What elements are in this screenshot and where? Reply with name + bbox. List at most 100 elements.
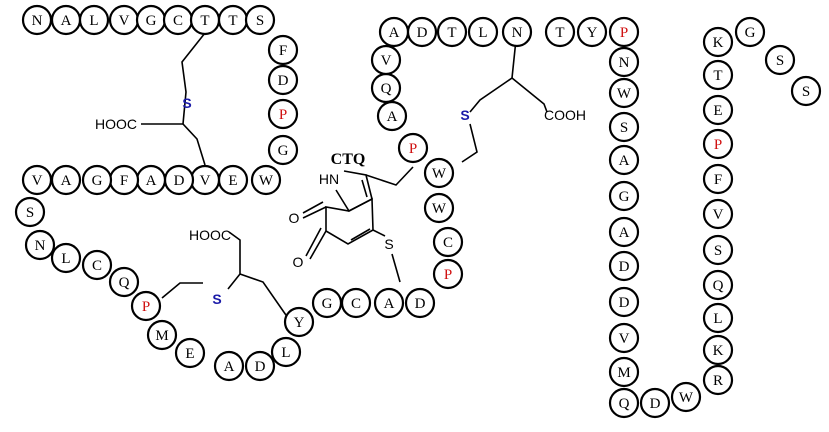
residue-50: L bbox=[467, 16, 499, 48]
residue-circle bbox=[406, 16, 438, 48]
residue-23: S bbox=[14, 196, 46, 228]
residue-letter: Q bbox=[713, 278, 724, 294]
residue-letter: Q bbox=[119, 275, 130, 291]
residue-26: C bbox=[81, 249, 113, 281]
residue-circle bbox=[608, 46, 640, 78]
residue-letter: C bbox=[351, 296, 361, 312]
residue-circle bbox=[702, 128, 734, 160]
residue-5: G bbox=[135, 4, 167, 36]
residue-letter: M bbox=[155, 328, 168, 344]
residue-13: G bbox=[267, 134, 299, 166]
residue-letter: A bbox=[384, 296, 395, 312]
residue-letter: W bbox=[259, 173, 274, 189]
residue-circle bbox=[244, 350, 276, 382]
residue-circle bbox=[21, 164, 53, 196]
residue-circle bbox=[108, 266, 140, 298]
residue-letter: G bbox=[278, 143, 289, 159]
residue-letter: V bbox=[200, 173, 211, 189]
residue-circle bbox=[639, 387, 671, 419]
residue-circle bbox=[370, 44, 402, 76]
residue-circle bbox=[702, 94, 734, 126]
residue-letter: W bbox=[432, 166, 447, 182]
residue-letter: P bbox=[444, 267, 452, 283]
residue-46: V bbox=[370, 44, 402, 76]
residue-circle bbox=[670, 381, 702, 413]
residue-circle bbox=[267, 98, 299, 130]
residue-48: D bbox=[406, 16, 438, 48]
carboxyl-label-1: HOOC bbox=[95, 116, 137, 132]
residue-letter: D bbox=[417, 25, 428, 41]
residue-35: G bbox=[311, 287, 343, 319]
residue-letter: S bbox=[776, 53, 784, 69]
residue-42: W bbox=[423, 157, 455, 189]
residue-circle bbox=[244, 4, 276, 36]
residue-8: T bbox=[217, 4, 249, 36]
residue-letter: S bbox=[714, 243, 722, 259]
residue-77: T bbox=[702, 59, 734, 91]
residue-letter: A bbox=[619, 153, 630, 169]
residue-9: S bbox=[244, 4, 276, 36]
residue-circle bbox=[608, 286, 640, 318]
residue-circle bbox=[702, 269, 734, 301]
residue-letter: V bbox=[381, 53, 392, 69]
residue-circle bbox=[608, 16, 640, 48]
residue-letter: P bbox=[142, 299, 150, 315]
residue-circle bbox=[81, 249, 113, 281]
residue-letter: N bbox=[32, 13, 43, 29]
residue-letter: S bbox=[256, 13, 264, 29]
residue-letter: G bbox=[745, 25, 756, 41]
residue-circle bbox=[50, 242, 82, 274]
residue-circle bbox=[146, 319, 178, 351]
residue-letter: D bbox=[174, 173, 185, 189]
residue-31: A bbox=[213, 350, 245, 382]
residue-71: Q bbox=[702, 269, 734, 301]
residue-letter: N bbox=[35, 238, 46, 254]
residue-11: D bbox=[267, 64, 299, 96]
residue-letter: C bbox=[443, 235, 453, 251]
residue-letter: L bbox=[61, 251, 70, 267]
residue-34: Y bbox=[283, 306, 315, 338]
residue-letter: A bbox=[387, 109, 398, 125]
residue-61: D bbox=[608, 250, 640, 282]
residue-18: A bbox=[135, 164, 167, 196]
residue-19: F bbox=[108, 164, 140, 196]
residue-letter: E bbox=[713, 103, 722, 119]
residue-letter: F bbox=[714, 172, 722, 188]
residue-38: D bbox=[404, 287, 436, 319]
residue-letter: D bbox=[278, 73, 289, 89]
residue-letter: L bbox=[281, 345, 290, 361]
residue-circle bbox=[702, 26, 734, 58]
residue-circle bbox=[174, 337, 206, 369]
residue-circle bbox=[78, 4, 110, 36]
thioether-sulfur-1: S bbox=[182, 95, 191, 111]
residue-40: C bbox=[432, 226, 464, 258]
thioether-crosslink-1: S HOOC bbox=[95, 32, 206, 166]
residue-24: N bbox=[24, 229, 56, 261]
residue-letter: M bbox=[617, 365, 630, 381]
residue-letter: P bbox=[714, 137, 722, 153]
residue-28: P bbox=[130, 290, 162, 322]
residue-47: A bbox=[378, 16, 410, 48]
thioether-sulfur-2: S bbox=[212, 291, 221, 307]
residue-circle bbox=[250, 164, 282, 196]
residue-letter: C bbox=[173, 13, 183, 29]
residue-letter: V bbox=[32, 173, 43, 189]
residue-letter: P bbox=[409, 141, 417, 157]
residue-circle bbox=[24, 229, 56, 261]
residue-circle bbox=[267, 34, 299, 66]
residue-22: V bbox=[21, 164, 53, 196]
residue-letter: Y bbox=[587, 25, 598, 41]
residue-circle bbox=[14, 196, 46, 228]
ctq-label: CTQ bbox=[331, 151, 366, 168]
residue-43: P bbox=[397, 132, 429, 164]
residue-letter: K bbox=[713, 343, 724, 359]
residue-letter: T bbox=[555, 25, 564, 41]
residue-letter: A bbox=[224, 359, 235, 375]
residue-letter: P bbox=[279, 107, 287, 123]
residue-letter: A bbox=[389, 25, 400, 41]
residue-letter: L bbox=[713, 311, 722, 327]
residue-letter: D bbox=[619, 259, 630, 275]
residue-67: W bbox=[670, 381, 702, 413]
